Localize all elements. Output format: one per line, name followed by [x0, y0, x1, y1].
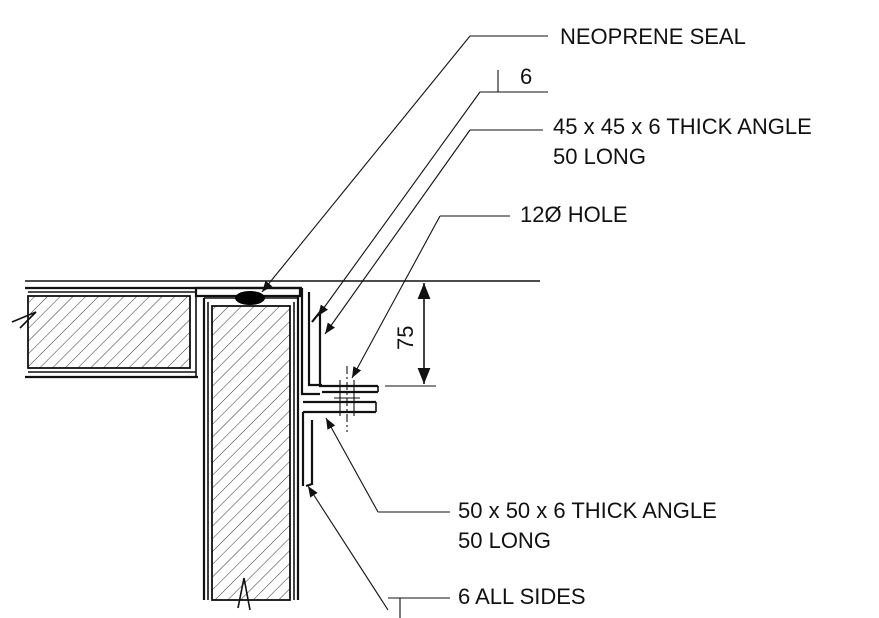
- neoprene-seal: [235, 291, 265, 305]
- label-hole: 12Ø HOLE: [520, 202, 628, 227]
- label-neoprene-seal: NEOPRENE SEAL: [560, 24, 746, 49]
- leader-weld-6: [317, 70, 548, 317]
- label-weld-size: 6: [520, 64, 532, 89]
- label-top-angle-line2: 50 LONG: [553, 144, 646, 169]
- leader-neoprene-seal: [261, 35, 548, 293]
- leader-hole: [351, 215, 510, 379]
- dimension-text: 75: [393, 326, 418, 350]
- vertical-panel: [202, 296, 300, 611]
- leader-top-angle: [324, 129, 543, 335]
- leader-weld-all-sides: [307, 485, 450, 618]
- label-bottom-angle-line2: 50 LONG: [458, 528, 551, 553]
- label-weld-all-sides: 6 ALL SIDES: [458, 584, 586, 609]
- dimension-75: 75: [385, 283, 436, 387]
- leader-bottom-angle: [325, 417, 450, 513]
- top-angle: [311, 308, 379, 394]
- label-bottom-angle-line1: 50 x 50 x 6 THICK ANGLE: [458, 498, 717, 523]
- bolt-hole: [334, 366, 360, 432]
- label-top-angle-line1: 45 x 45 x 6 THICK ANGLE: [553, 114, 812, 139]
- horizontal-panel: [11, 286, 302, 379]
